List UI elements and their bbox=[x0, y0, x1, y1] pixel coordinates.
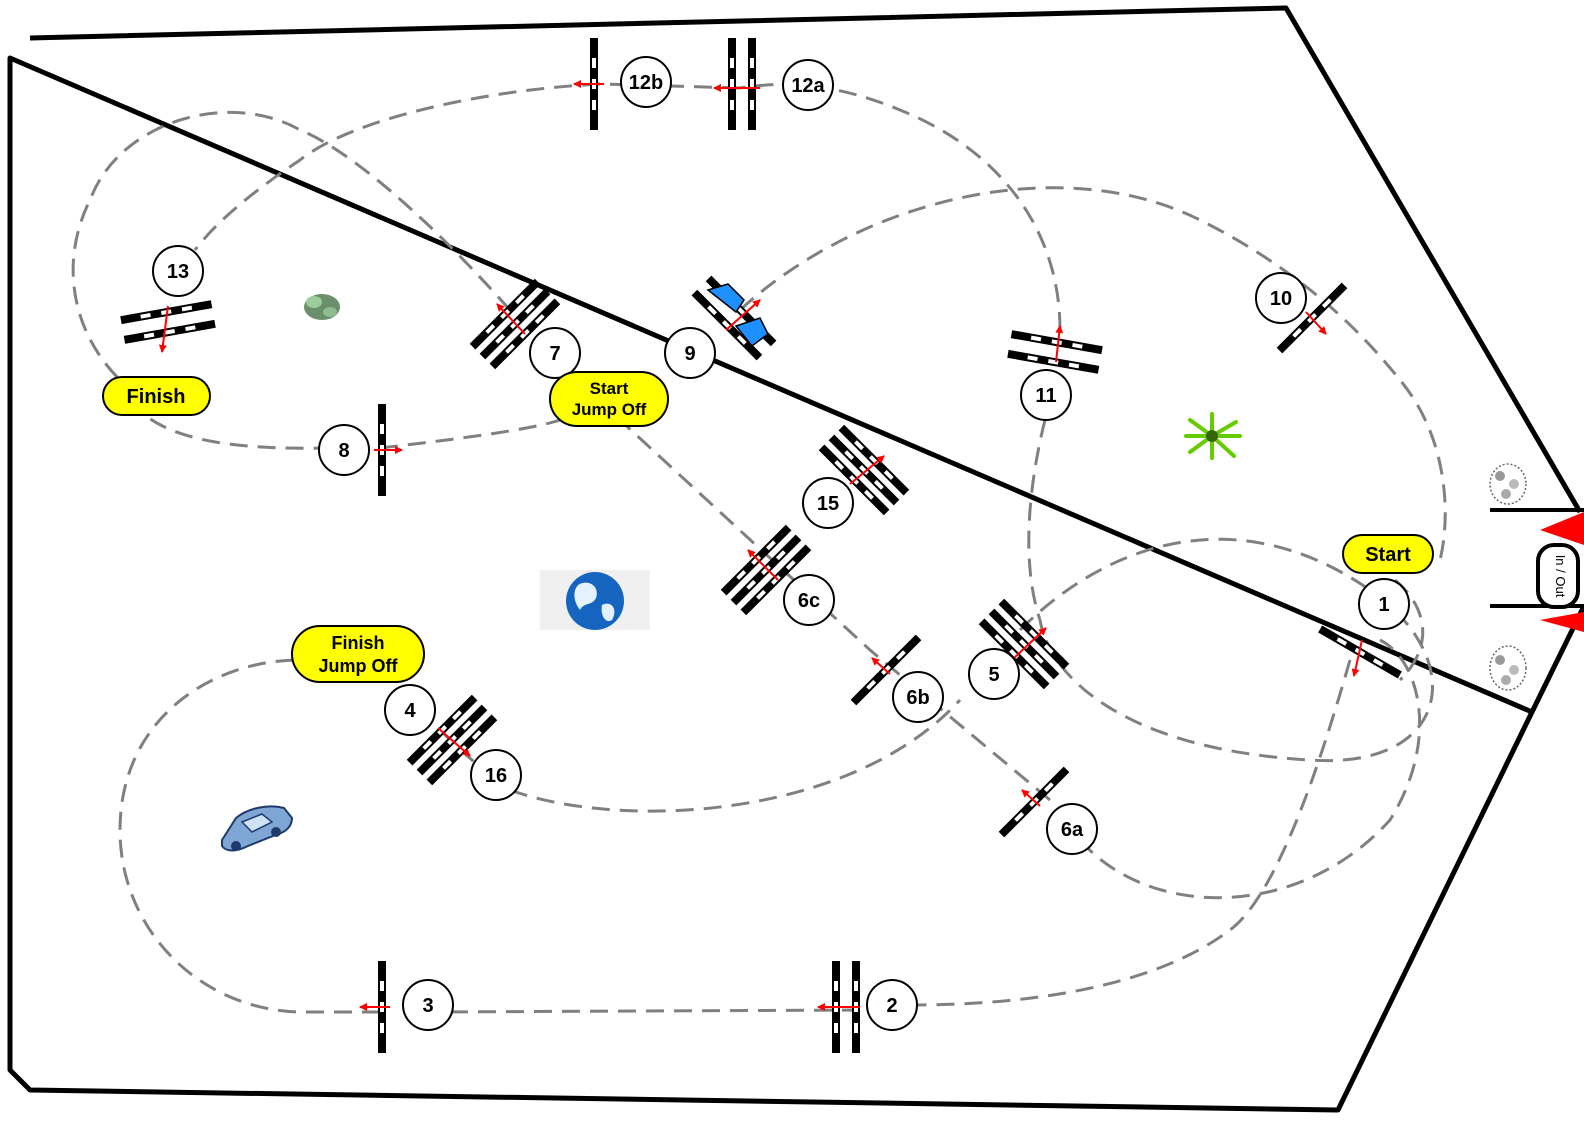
fence-13 bbox=[120, 300, 215, 353]
fence-number-12a bbox=[782, 59, 834, 111]
fence-7 bbox=[470, 279, 561, 370]
globe-icon bbox=[540, 570, 650, 630]
fence-number-2 bbox=[866, 979, 918, 1031]
start-jump-off-marker: Start Jump Off bbox=[549, 371, 669, 427]
water-tray-icon bbox=[734, 317, 769, 348]
gate-rail-top bbox=[1507, 390, 1583, 514]
fence-number-13 bbox=[152, 245, 204, 297]
route-11-to-12a bbox=[739, 83, 1062, 331]
route-16-to-5 bbox=[509, 698, 962, 813]
plant-icon bbox=[1184, 412, 1242, 460]
route-1-to-2 bbox=[909, 659, 1352, 1007]
route-2-to-3 bbox=[429, 1008, 861, 1014]
fence-label-3: 3 bbox=[422, 995, 433, 1017]
fence-number-16 bbox=[470, 749, 522, 801]
fence-number-7 bbox=[529, 327, 581, 379]
route-12b-to-13 bbox=[193, 82, 601, 251]
fence-11 bbox=[1007, 325, 1102, 374]
finish-jump-off-label-line2: Jump Off bbox=[319, 656, 399, 676]
fence-number-15 bbox=[802, 477, 854, 529]
fence-number-8 bbox=[318, 424, 370, 476]
fence-4 bbox=[407, 695, 498, 786]
fence-15 bbox=[819, 425, 910, 516]
fence-5 bbox=[979, 599, 1070, 690]
out-arrow-icon bbox=[1540, 612, 1584, 632]
fence-label-12b: 12b bbox=[629, 72, 663, 94]
route-5-loop bbox=[1018, 537, 1434, 763]
fence-3 bbox=[359, 961, 390, 1053]
flower-pot-icon bbox=[1489, 463, 1527, 505]
route-6a-to-1 bbox=[1078, 638, 1422, 900]
fence-label-11: 11 bbox=[1035, 385, 1056, 407]
fence-label-1: 1 bbox=[1378, 594, 1389, 616]
start-jump-off-label-line1: Start bbox=[590, 379, 629, 398]
in-out-gate: In / Out bbox=[1536, 512, 1584, 632]
finish-marker-label: Finish bbox=[127, 386, 186, 408]
arena-boundary bbox=[7, 5, 1535, 1113]
route-9-to-10 bbox=[738, 186, 1447, 561]
fence-label-8: 8 bbox=[338, 440, 349, 462]
course-route bbox=[71, 82, 1447, 1014]
route-3-to-4 bbox=[118, 658, 380, 1014]
fence-6b bbox=[850, 634, 922, 706]
fence-label-5: 5 bbox=[988, 664, 999, 686]
route-8-to-start-jo bbox=[379, 418, 561, 450]
finish-jump-off-marker: Finish Jump Off bbox=[291, 625, 425, 683]
start-marker: Start bbox=[1342, 534, 1434, 574]
fence-number-12b bbox=[620, 56, 672, 108]
fence-9 bbox=[692, 276, 777, 361]
fence-number-10 bbox=[1255, 272, 1307, 324]
in-arrow-icon bbox=[1540, 512, 1584, 545]
finish-jump-off-label-line1: Finish bbox=[332, 633, 385, 653]
fence-number-9 bbox=[664, 327, 716, 379]
fence-label-10: 10 bbox=[1270, 288, 1292, 310]
in-out-label: In / Out bbox=[1553, 555, 1568, 598]
fence-label-4: 4 bbox=[404, 700, 416, 722]
fence-label-12a: 12a bbox=[791, 75, 825, 97]
car-icon bbox=[221, 805, 294, 852]
fence-6a bbox=[998, 766, 1070, 838]
route-finish-to-8 bbox=[128, 399, 331, 450]
start-jump-off-label-line2: Jump Off bbox=[572, 400, 647, 419]
fence-10 bbox=[1276, 282, 1348, 354]
bush-icon bbox=[304, 294, 340, 320]
route-11-down bbox=[1027, 419, 1047, 621]
fence-8 bbox=[374, 404, 403, 496]
fence-number-1 bbox=[1358, 578, 1410, 630]
fence-2 bbox=[817, 961, 860, 1053]
fence-label-15: 15 bbox=[817, 493, 839, 515]
fence-label-16: 16 bbox=[485, 765, 507, 787]
water-tray-icon bbox=[706, 283, 745, 314]
fence-label-6c: 6c bbox=[798, 590, 820, 612]
fence-label-9: 9 bbox=[684, 343, 695, 365]
fence-number-5 bbox=[968, 648, 1020, 700]
fence-number-4 bbox=[384, 684, 436, 736]
fence-label-2: 2 bbox=[886, 995, 897, 1017]
fence-1 bbox=[1318, 625, 1402, 679]
fence-number-11 bbox=[1020, 369, 1072, 421]
finish-marker: Finish bbox=[102, 376, 211, 416]
fence-label-7: 7 bbox=[549, 343, 560, 365]
fence-6c bbox=[721, 525, 812, 616]
fence-label-6a: 6a bbox=[1061, 819, 1084, 841]
flower-pot-icon bbox=[1489, 645, 1527, 691]
fence-label-13: 13 bbox=[167, 261, 189, 283]
fence-12b bbox=[573, 38, 604, 130]
fence-12a bbox=[713, 38, 760, 130]
start-marker-label: Start bbox=[1365, 544, 1411, 566]
route-6a-6b-6c bbox=[618, 418, 1051, 802]
fence-number-6a bbox=[1046, 803, 1098, 855]
fence-number-3 bbox=[402, 979, 454, 1031]
fence-label-6b: 6b bbox=[906, 687, 929, 709]
fence-number-6b bbox=[892, 671, 944, 723]
fence-number-6c bbox=[783, 574, 835, 626]
